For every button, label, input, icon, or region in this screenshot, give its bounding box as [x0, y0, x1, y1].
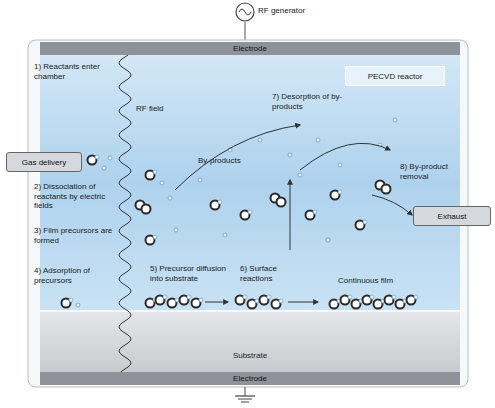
electrode-bar: Electrode	[40, 372, 460, 385]
generator-label: RF generator	[258, 6, 338, 16]
node-text: Gas delivery	[22, 158, 66, 167]
node-text: Exhaust	[438, 212, 467, 221]
film-label: Continuous film	[338, 276, 418, 286]
substrate-label: Substrate	[40, 345, 460, 365]
byproduct-label: By-products	[198, 156, 258, 166]
electrode-bar: Electrode	[40, 42, 460, 55]
step-label: 1) Reactants enter chamber	[34, 62, 114, 81]
node-text: Electrode	[233, 44, 267, 53]
reactor-label-box: PECVD reactor	[345, 66, 445, 86]
step-label: 7) Desorption of by-products	[272, 92, 352, 111]
step-label: 2) Dissociation of reactants by electric…	[34, 182, 118, 211]
node-text: PECVD reactor	[368, 72, 423, 81]
step-label: 6) Surface reactions	[240, 264, 300, 283]
node-text: Substrate	[233, 351, 267, 360]
gas-inlet-pipe: Gas delivery	[6, 152, 82, 172]
step-label: 8) By-product removal	[400, 162, 462, 181]
step-label: 4) Adsorption of precursors	[34, 266, 118, 285]
step-label: 5) Precursor diffusion into substrate	[150, 264, 232, 283]
step-label: 3) Film precursors are formed	[34, 226, 118, 245]
node-text: Electrode	[233, 374, 267, 383]
exhaust-pipe: Exhaust	[413, 206, 491, 226]
field-label: RF field	[136, 104, 186, 114]
